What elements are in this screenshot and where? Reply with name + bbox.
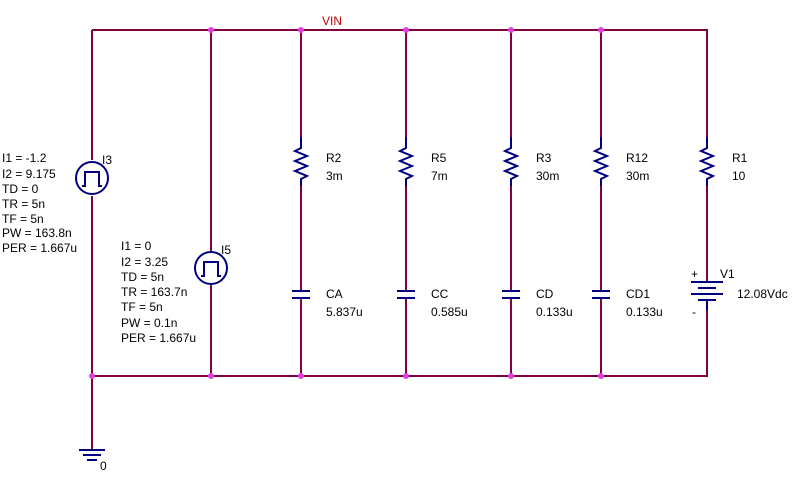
i5-param: PW = 0.1n bbox=[121, 316, 177, 330]
i3-param: TF = 5n bbox=[2, 212, 44, 226]
junction-dot bbox=[89, 373, 95, 379]
current-source-symbol bbox=[75, 161, 109, 195]
resistor-r2[interactable] bbox=[292, 137, 310, 186]
v1-minus-sign: - bbox=[692, 305, 696, 319]
junction-dot bbox=[403, 27, 409, 33]
junction-dot bbox=[208, 373, 214, 379]
ground-symbol[interactable]: 0 bbox=[79, 376, 107, 473]
i3-param: PER = 1.667u bbox=[2, 241, 77, 255]
r12-value: 30m bbox=[626, 169, 649, 183]
i5-param: I1 = 0 bbox=[121, 239, 152, 253]
branch-r3-cd: R3 30m CD 0.133u bbox=[502, 30, 573, 376]
r5-value: 7m bbox=[431, 169, 448, 183]
source-i3[interactable]: I3 bbox=[75, 30, 112, 376]
branch-r2-ca: R2 3m CA 5.837u bbox=[292, 30, 363, 376]
i3-param: PW = 163.8n bbox=[2, 226, 72, 240]
junction-dot bbox=[403, 373, 409, 379]
branch-r1-v1: + - R1 10 V1 12.08Vdc bbox=[691, 30, 788, 376]
resistor-r3[interactable] bbox=[502, 137, 520, 186]
resistor-r5[interactable] bbox=[397, 137, 415, 186]
junction-dot bbox=[598, 27, 604, 33]
junction-dot bbox=[208, 27, 214, 33]
i5-refdes: I5 bbox=[221, 243, 231, 257]
r12-refdes: R12 bbox=[626, 151, 648, 165]
r2-value: 3m bbox=[326, 169, 343, 183]
i5-param: TD = 5n bbox=[121, 270, 164, 284]
i3-params: I1 = -1.2 I2 = 9.175 TD = 0 TR = 5n TF =… bbox=[2, 151, 77, 255]
i5-param: TF = 5n bbox=[121, 300, 163, 314]
net-label-vin[interactable]: VIN bbox=[322, 14, 342, 28]
cd-refdes: CD bbox=[536, 287, 554, 301]
i3-param: TR = 5n bbox=[2, 197, 45, 211]
i3-refdes: I3 bbox=[102, 153, 112, 167]
r1-refdes: R1 bbox=[732, 151, 748, 165]
branch-r12-cd1: R12 30m CD1 0.133u bbox=[592, 30, 663, 376]
junction-dot bbox=[298, 373, 304, 379]
r2-refdes: R2 bbox=[326, 151, 342, 165]
battery-v1[interactable] bbox=[691, 281, 723, 310]
r5-refdes: R5 bbox=[431, 151, 447, 165]
ca-refdes: CA bbox=[326, 287, 343, 301]
junction-dot bbox=[298, 27, 304, 33]
i5-param: I2 = 3.25 bbox=[121, 255, 168, 269]
resistor-r12[interactable] bbox=[592, 137, 610, 186]
cd1-refdes: CD1 bbox=[626, 287, 650, 301]
cd-value: 0.133u bbox=[536, 305, 573, 319]
junction-dot bbox=[598, 373, 604, 379]
pulse-icon bbox=[82, 171, 102, 187]
junction-dot bbox=[508, 373, 514, 379]
current-source-symbol bbox=[194, 251, 228, 285]
resistor-r1[interactable] bbox=[698, 137, 716, 186]
ground-net-label: 0 bbox=[100, 459, 107, 473]
v1-value: 12.08Vdc bbox=[737, 287, 788, 301]
cd1-value: 0.133u bbox=[626, 305, 663, 319]
cc-refdes: CC bbox=[431, 287, 449, 301]
junction-dot bbox=[508, 27, 514, 33]
i5-param: PER = 1.667u bbox=[121, 331, 196, 345]
pulse-icon bbox=[201, 261, 221, 277]
r3-value: 30m bbox=[536, 169, 559, 183]
cc-value: 0.585u bbox=[431, 305, 468, 319]
i3-param: I2 = 9.175 bbox=[2, 167, 56, 181]
v1-refdes: V1 bbox=[720, 267, 735, 281]
source-i5[interactable]: I5 bbox=[194, 30, 231, 376]
r1-value: 10 bbox=[732, 169, 746, 183]
junction-dots bbox=[89, 27, 604, 379]
i5-param: TR = 163.7n bbox=[121, 285, 187, 299]
i5-params: I1 = 0 I2 = 3.25 TD = 5n TR = 163.7n TF … bbox=[121, 239, 196, 345]
i3-param: TD = 0 bbox=[2, 182, 39, 196]
v1-plus-sign: + bbox=[691, 267, 698, 281]
r3-refdes: R3 bbox=[536, 151, 552, 165]
i3-param: I1 = -1.2 bbox=[2, 151, 47, 165]
branch-r5-cc: R5 7m CC 0.585u bbox=[397, 30, 468, 376]
ca-value: 5.837u bbox=[326, 305, 363, 319]
